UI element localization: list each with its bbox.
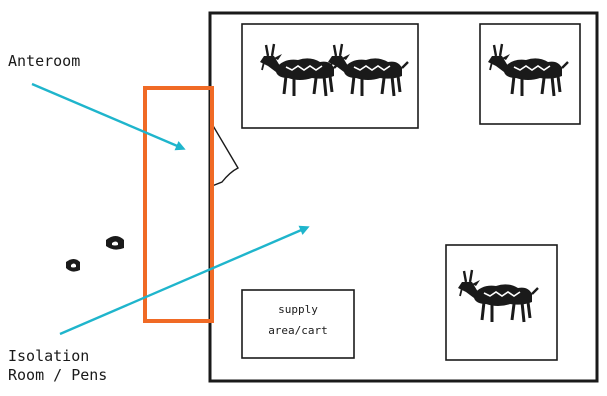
anteroom-arrow [31,82,186,151]
supply-label-line1: supply [278,303,318,316]
isolation-room-label: Isolation Room / Pens [8,347,107,385]
isolation-arrow [59,225,310,336]
door[interactable] [211,123,239,187]
isolation-label-line1: Isolation [8,347,90,365]
supply-area-label: supply area/cart [242,300,354,342]
supply-label-line2: area/cart [268,323,328,337]
supply-area [241,289,355,359]
anteroom-outline [143,86,214,323]
anteroom-label: Anteroom [8,52,81,70]
isolation-label-line2: Room / Pens [8,365,108,384]
